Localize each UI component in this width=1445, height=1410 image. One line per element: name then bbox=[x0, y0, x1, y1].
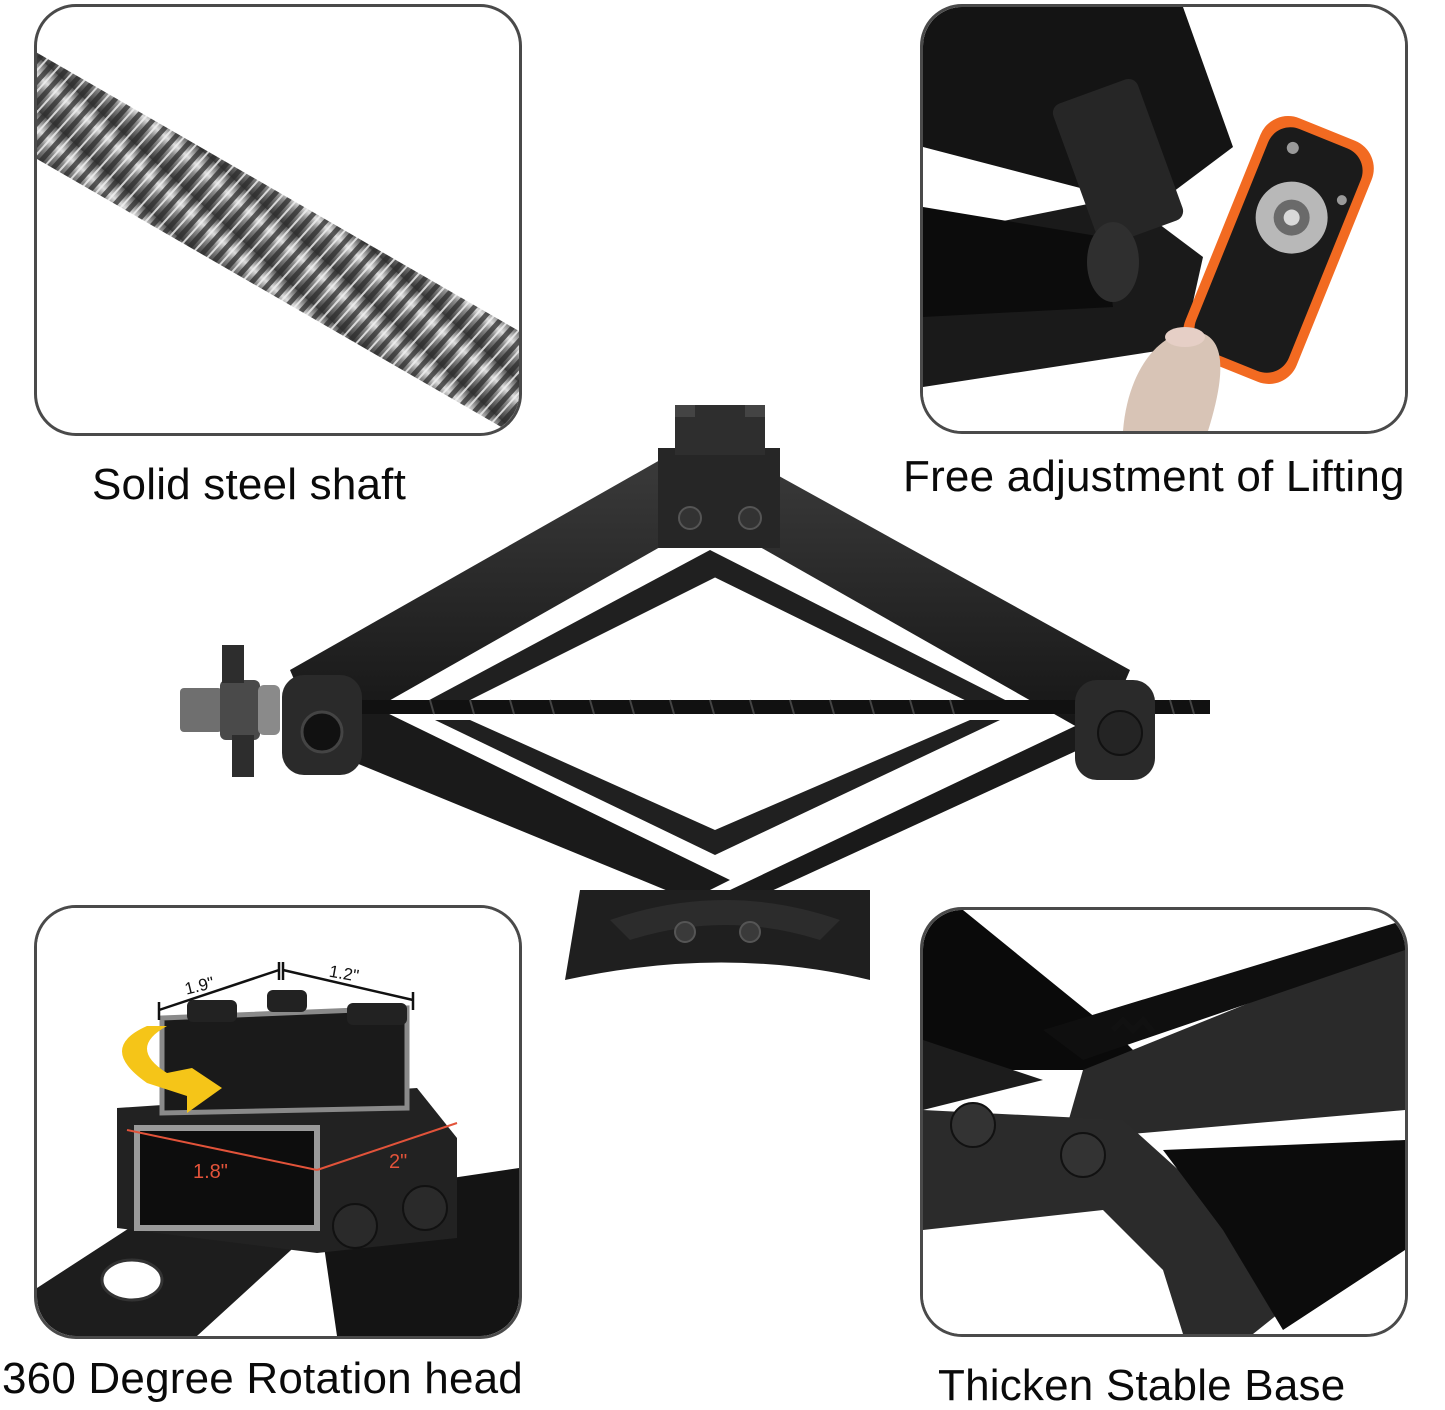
ratchet-handle-image bbox=[923, 7, 1405, 431]
panel-stable-base bbox=[920, 907, 1408, 1337]
dim-label-base-width: 1.8" bbox=[193, 1161, 228, 1183]
panel-rotation-head: 1.9" 1.2" 1.8" 2" bbox=[34, 905, 522, 1339]
stable-base-image bbox=[923, 910, 1405, 1334]
panel-free-adjustment bbox=[920, 4, 1408, 434]
scissor-jack-image bbox=[180, 405, 1210, 980]
panel-solid-steel-shaft bbox=[34, 4, 522, 436]
rotation-head-image: 1.9" 1.2" 1.8" 2" bbox=[37, 908, 519, 1336]
threaded-shaft-image bbox=[37, 47, 519, 433]
caption-stable-base: Thicken Stable Base bbox=[938, 1361, 1346, 1410]
dim-label-saddle-depth: 1.2" bbox=[328, 962, 361, 986]
dim-label-base-depth: 2" bbox=[389, 1151, 407, 1173]
caption-solid-steel-shaft: Solid steel shaft bbox=[92, 460, 407, 509]
caption-free-adjustment: Free adjustment of Lifting bbox=[903, 452, 1405, 501]
caption-rotation-head: 360 Degree Rotation head bbox=[2, 1354, 523, 1403]
